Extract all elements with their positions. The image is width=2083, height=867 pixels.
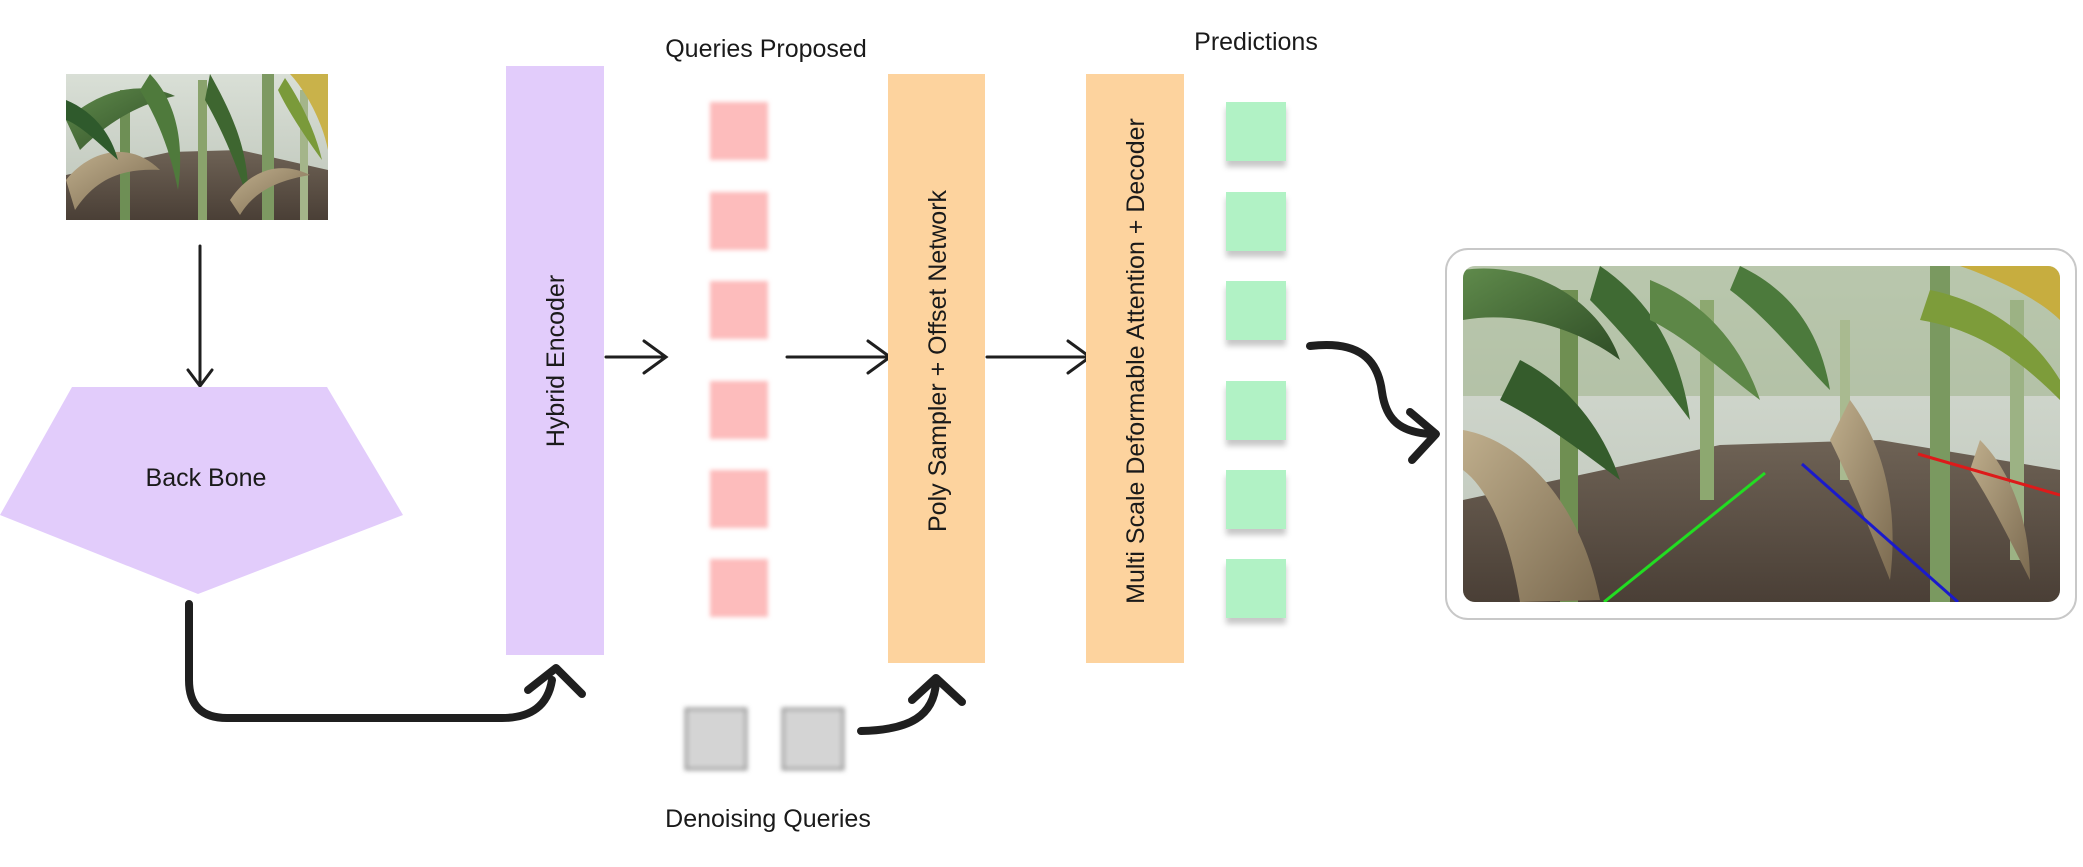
hybrid-encoder-label: Hybrid Encoder	[542, 275, 570, 447]
queries-proposed-title: Queries Proposed	[665, 35, 867, 63]
arrow-encoder-to-queries	[604, 339, 669, 375]
denoising-query	[781, 707, 845, 771]
poly-sampler-block	[888, 74, 985, 663]
decoder-label: Multi Scale Deformable Attention + Decod…	[1122, 118, 1150, 604]
arrow-image-to-backbone	[186, 244, 214, 389]
proposed-query	[710, 381, 768, 439]
prediction-item	[1226, 470, 1286, 529]
decoder-block	[1086, 74, 1184, 663]
arrow-backbone-to-encoder	[185, 600, 586, 722]
proposed-query	[710, 559, 768, 617]
backbone-block	[0, 387, 403, 594]
prediction-item	[1226, 192, 1286, 251]
output-image	[1463, 266, 2060, 602]
proposed-query	[710, 281, 768, 339]
denoising-queries-title: Denoising Queries	[665, 805, 871, 833]
arrow-predictions-to-output	[1306, 340, 1440, 464]
prediction-item	[1226, 381, 1286, 440]
prediction-item	[1226, 102, 1286, 161]
arrow-sampler-to-decoder	[985, 339, 1093, 375]
hybrid-encoder-block	[506, 66, 604, 655]
predictions-title: Predictions	[1194, 28, 1318, 56]
backbone-label: Back Bone	[146, 464, 267, 492]
prediction-item	[1226, 281, 1286, 340]
arrow-queries-to-sampler	[785, 339, 893, 375]
proposed-query	[710, 192, 768, 250]
arrow-denoising-to-sampler	[857, 674, 966, 735]
predicted-line-green	[1603, 471, 1766, 602]
denoising-query	[684, 707, 748, 771]
predicted-line-red	[1917, 452, 2060, 497]
predicted-line-blue	[1801, 462, 1959, 602]
input-image	[66, 74, 328, 220]
proposed-query	[710, 470, 768, 528]
proposed-query	[710, 102, 768, 160]
prediction-item	[1226, 559, 1286, 618]
denoising-queries	[684, 707, 845, 771]
predictions-stack	[1226, 102, 1286, 618]
queries-proposed-stack	[710, 102, 768, 617]
poly-sampler-label: Poly Sampler + Offset Network	[924, 189, 952, 532]
